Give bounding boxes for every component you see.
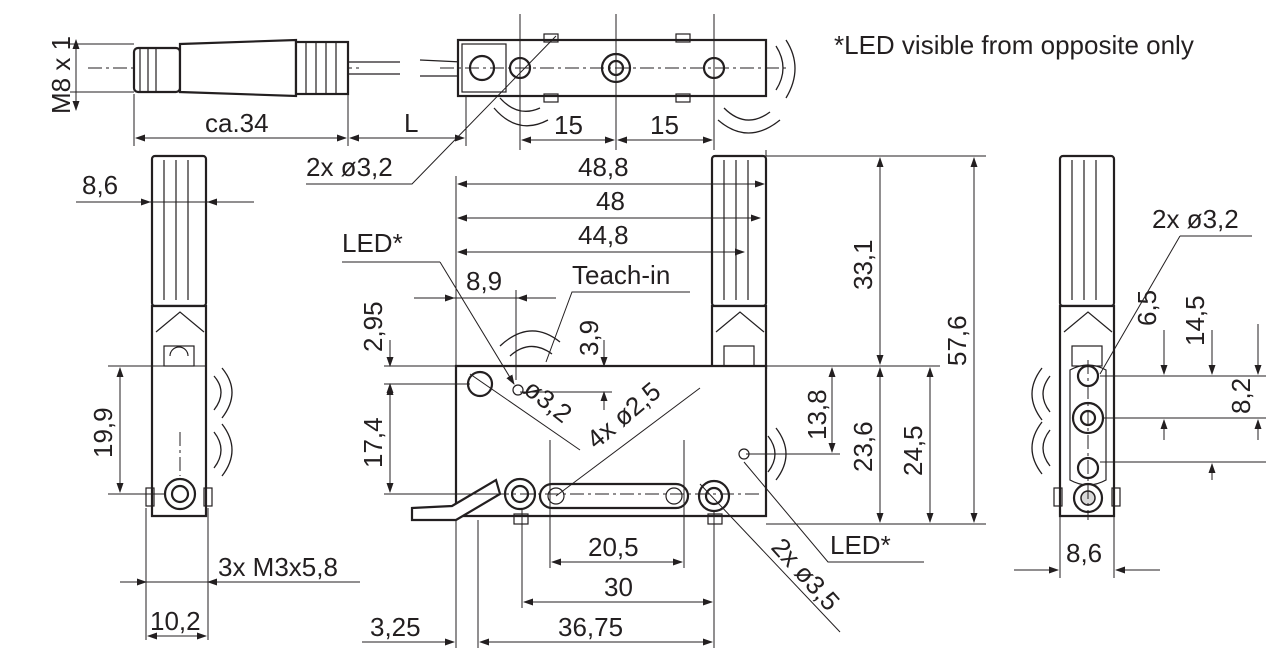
d174-label: 17,4 xyxy=(358,417,388,468)
ca34-label: ca.34 xyxy=(205,108,269,138)
d331-label: 33,1 xyxy=(848,239,878,290)
led-bottom-label: LED* xyxy=(830,530,891,560)
d576-label: 57,6 xyxy=(942,315,972,366)
m3-label: 3x M3x5,8 xyxy=(218,552,338,582)
d245-label: 24,5 xyxy=(898,425,928,476)
r86-label: 8,6 xyxy=(1066,538,1102,568)
left-86-label: 8,6 xyxy=(82,170,118,200)
top-15a-label: 15 xyxy=(554,110,583,140)
m8-label: M8 x 1 xyxy=(46,36,76,114)
d448-label: 44,8 xyxy=(578,220,629,250)
d205-label: 20,5 xyxy=(588,532,639,562)
d488-label: 48,8 xyxy=(578,152,629,182)
d236-label: 23,6 xyxy=(848,421,878,472)
d39-label: 3,9 xyxy=(574,320,604,356)
sensor-top-view xyxy=(419,33,790,103)
d48-label: 48 xyxy=(596,186,625,216)
d3675-label: 36,75 xyxy=(558,612,623,642)
sensor-right-view xyxy=(1053,154,1121,520)
d89-label: 8,9 xyxy=(466,266,502,296)
r-hole-label: 2x ø3,2 xyxy=(1152,204,1239,234)
left-199-label: 19,9 xyxy=(88,407,118,458)
d325-label: 3,25 xyxy=(370,612,421,642)
d30-label: 30 xyxy=(604,572,633,602)
d138-label: 13,8 xyxy=(802,389,832,440)
sensor-front-view xyxy=(410,154,768,525)
r145-label: 14,5 xyxy=(1180,295,1210,346)
left-102-label: 10,2 xyxy=(150,606,201,636)
top-15b-label: 15 xyxy=(650,110,679,140)
length-label: L xyxy=(404,108,418,138)
r65-label: 6,5 xyxy=(1132,290,1162,326)
teach-label: Teach-in xyxy=(572,260,670,290)
led-note: *LED visible from opposite only xyxy=(834,30,1194,60)
d295-label: 2,95 xyxy=(358,301,388,352)
m8-connector xyxy=(88,38,400,98)
sensor-left-view xyxy=(145,154,213,518)
top-hole-label: 2x ø3,2 xyxy=(306,152,393,182)
led-top-label: LED* xyxy=(342,228,403,258)
r82-label: 8,2 xyxy=(1226,378,1256,414)
